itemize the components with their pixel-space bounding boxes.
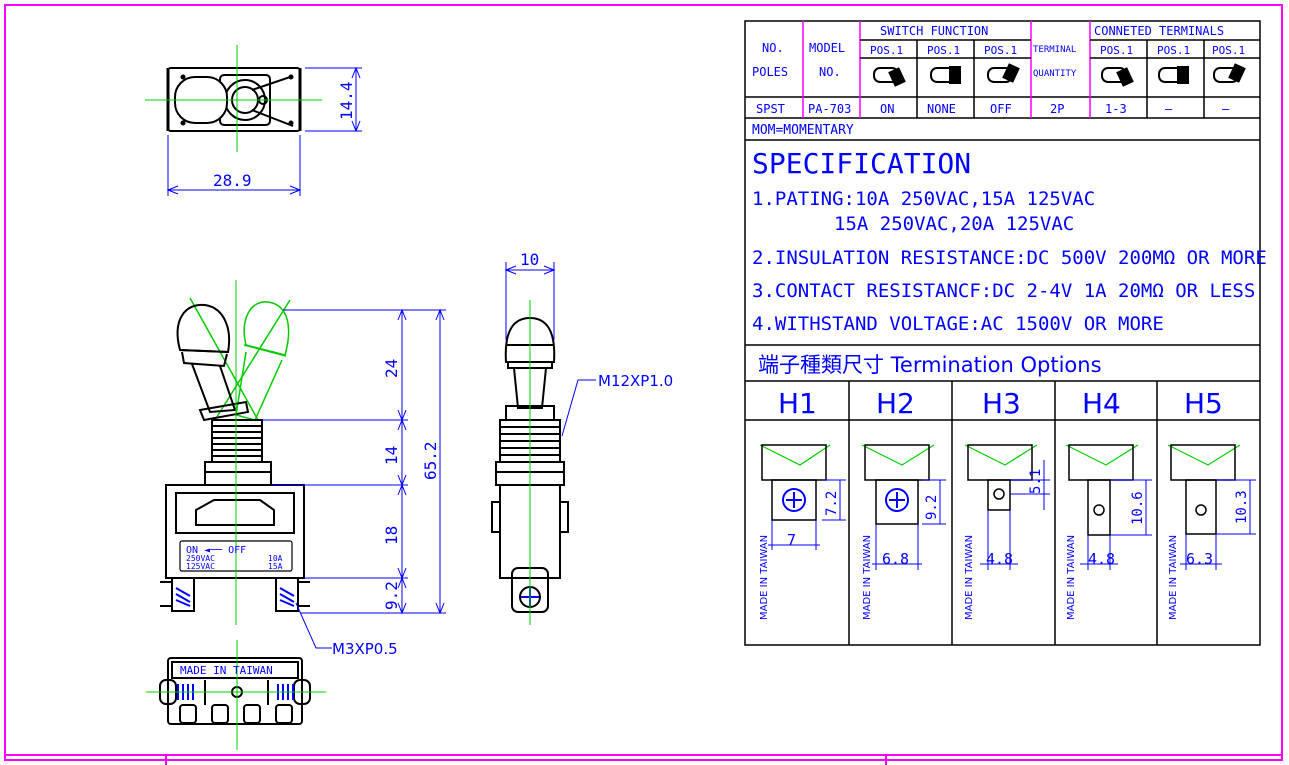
- body-rating-left-1: 250VAC: [186, 554, 215, 563]
- option-h1-width: 7: [787, 531, 796, 549]
- option-h4-drawing: [1065, 444, 1152, 570]
- hdr-connected: CONNETED TERMINALS: [1094, 24, 1224, 38]
- option-h4-made-in: MADE IN TAIWAN: [1066, 535, 1077, 620]
- screw-callout: M3XP0.5: [332, 640, 398, 658]
- hdr-switch-function: SWITCH FUNCTION: [880, 24, 988, 38]
- option-h3-drawing: [964, 444, 1050, 570]
- option-h5-height: 10.3: [1234, 490, 1250, 524]
- hdr-model-no: NO.: [819, 65, 841, 79]
- cell-fn2: NONE: [927, 102, 956, 116]
- hdr-quantity: QUANTITY: [1033, 69, 1077, 79]
- side-view-dimensions: [504, 262, 596, 437]
- front-view: [160, 303, 310, 612]
- option-h3-label: H3: [982, 387, 1021, 420]
- bottom-view-centerlines: [146, 640, 326, 750]
- option-h3-made-in: MADE IN TAIWAN: [964, 535, 975, 620]
- spec-line-2: 2.INSULATION RESISTANCE:DC 500V 200MΩ OR…: [752, 247, 1267, 269]
- spec-line-4: 4.WITHSTAND VOLTAGE:AC 1500V OR MORE: [752, 313, 1164, 335]
- hdr-terminal: TERMINAL: [1033, 45, 1076, 55]
- hdr-pos-1: POS.1: [870, 44, 903, 57]
- front-view-dimensions: [262, 308, 446, 649]
- option-h2-label: H2: [876, 387, 915, 420]
- toggle-center-icon: [930, 66, 961, 84]
- option-h2-drawing: [861, 444, 946, 570]
- option-h4-label: H4: [1082, 387, 1121, 420]
- dim-14: 14: [382, 446, 401, 465]
- toggle-left-icon: [1101, 67, 1134, 87]
- top-view-dimensions: [166, 66, 362, 196]
- momentary-note: MOM=MOMENTARY: [752, 123, 854, 138]
- option-h3-width: 4.8: [986, 550, 1013, 568]
- toggle-left-icon: [873, 67, 906, 87]
- option-h4-height: 10.6: [1130, 491, 1146, 525]
- option-h2-height: 9.2: [924, 495, 940, 520]
- front-view-lever-green: [189, 297, 291, 421]
- bottom-made-in: MADE IN TAIWAN: [180, 664, 273, 677]
- option-h5-width: 6.3: [1186, 550, 1213, 568]
- toggle-center-icon: [1158, 66, 1189, 84]
- termination-labels: H1 H2 H3 H4 H5: [778, 387, 1223, 420]
- spec-line-3: 3.CONTACT RESISTANCF:DC 2-4V 1A 20MΩ OR …: [752, 280, 1255, 302]
- side-width-dim: 10: [520, 250, 539, 269]
- cell-fn3: OFF: [990, 102, 1012, 116]
- spec-title: SPECIFICATION: [752, 147, 971, 180]
- cell-ct3: —: [1222, 102, 1230, 116]
- cell-qty: 2P: [1050, 102, 1064, 116]
- hdr-no: NO.: [762, 41, 784, 55]
- dim-24: 24: [382, 359, 401, 378]
- termination-title: 端子種類尺寸 Termination Options: [758, 353, 1102, 377]
- spec-line-1b: 15A 250VAC,20A 125VAC: [834, 213, 1074, 235]
- body-on-off-label: ON ◄── OFF: [186, 545, 246, 556]
- hdr-pos-3: POS.1: [984, 44, 1017, 57]
- dim-18: 18: [382, 526, 401, 545]
- option-h2-width: 6.8: [882, 550, 909, 568]
- thread-callout: M12XP1.0: [598, 372, 673, 390]
- option-h3-height: 5.1: [1028, 469, 1044, 494]
- cell-poles: SPST: [756, 102, 785, 116]
- cell-ct2: —: [1165, 102, 1173, 116]
- drawing-frame: [4, 4, 1283, 761]
- specification-block: SPECIFICATION 1.PATING:10A 250VAC,15A 12…: [752, 147, 1267, 335]
- hdr-pos-4: POS.1: [1100, 44, 1133, 57]
- hdr-pos-2: POS.1: [927, 44, 960, 57]
- hdr-poles: POLES: [752, 65, 788, 79]
- cell-model: PA-703: [808, 102, 851, 116]
- hdr-pos-5: POS.1: [1157, 44, 1190, 57]
- spec-line-1: 1.PATING:10A 250VAC,15A 125VAC: [752, 188, 1095, 210]
- cell-fn1: ON: [880, 102, 894, 116]
- option-h1-height: 7.2: [824, 491, 840, 516]
- option-h1-label: H1: [778, 387, 817, 420]
- position-icons: [873, 63, 1246, 87]
- option-h5-label: H5: [1184, 387, 1223, 420]
- option-h1-made-in: MADE IN TAIWAN: [759, 535, 770, 620]
- option-h1-drawing: [759, 444, 846, 550]
- spec-table-grid: [744, 20, 1261, 646]
- toggle-right-icon: [1213, 63, 1246, 83]
- top-height-dim: 14.4: [337, 81, 356, 120]
- option-h5-drawing: [1167, 444, 1256, 570]
- option-h4-width: 4.8: [1088, 550, 1115, 568]
- body-rating-right-1: 10A: [268, 554, 283, 563]
- option-h5-made-in: MADE IN TAIWAN: [1168, 535, 1179, 620]
- option-h2-made-in: MADE IN TAIWAN: [862, 535, 873, 620]
- dim-total: 65.2: [421, 441, 440, 480]
- top-width-dim: 28.9: [213, 171, 252, 190]
- body-rating-left-2: 125VAC: [186, 562, 215, 571]
- hdr-model: MODEL: [809, 41, 845, 55]
- hdr-pos-6: POS.1: [1212, 44, 1245, 57]
- spec-table-row: SPST PA-703 ON NONE OFF 2P 1-3 — — MOM=M…: [752, 102, 1230, 138]
- toggle-right-icon: [987, 63, 1020, 83]
- spec-table-header: NO. POLES MODEL NO. SWITCH FUNCTION TERM…: [752, 24, 1245, 79]
- top-view-centerlines: [145, 45, 322, 152]
- dim-9-2: 9.2: [382, 581, 401, 610]
- body-rating-right-2: 15A: [268, 562, 283, 571]
- title-strip: [4, 754, 1283, 765]
- front-view-screws: [175, 587, 295, 607]
- cell-ct1: 1-3: [1105, 102, 1127, 116]
